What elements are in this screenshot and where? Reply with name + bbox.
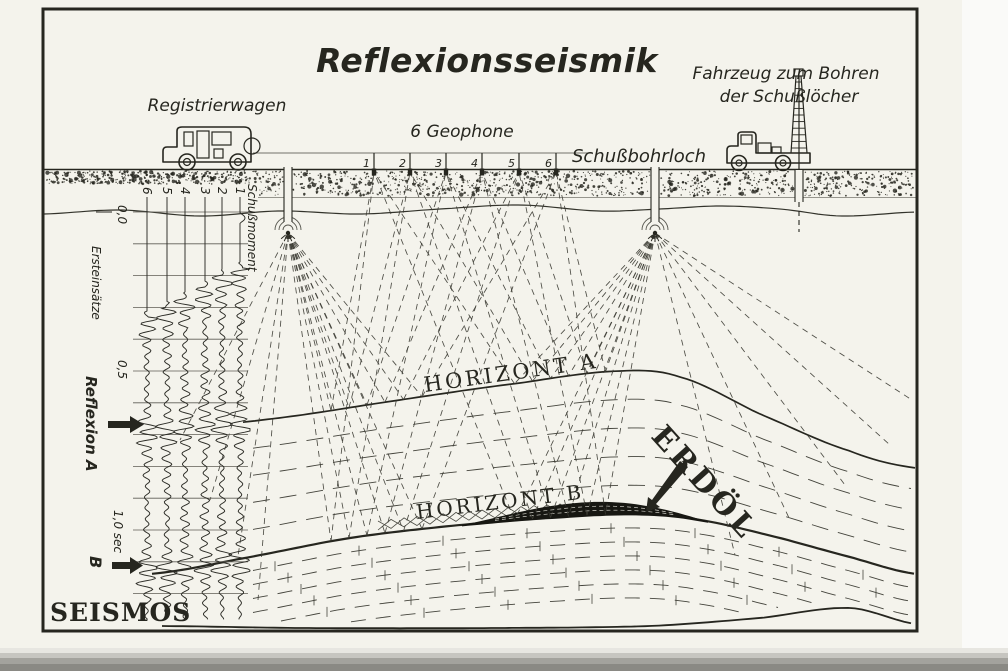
reflexion-a-arrow (108, 416, 144, 433)
drill-truck (726, 68, 811, 172)
reflexion-a-label: Reflexion A (82, 376, 100, 472)
trace-number: 2 (215, 187, 229, 195)
diagram-title: Reflexionsseismik (316, 41, 659, 80)
geophone-number: 3 (435, 157, 442, 170)
shot-borehole-label: Schußbohrloch (572, 146, 706, 167)
oil-lens-texture (494, 509, 676, 521)
geophones: 1 2 3 4 5 6 (363, 153, 559, 176)
shot-moment-label: Schußmoment (245, 184, 259, 273)
time-0-label: 0,0 (115, 205, 129, 224)
diagram-frame (41, 7, 919, 633)
deep-layer-line (161, 606, 912, 630)
wheel (178, 153, 196, 171)
first-arrivals-label: Ersteinsätze (89, 246, 103, 320)
photo-paper-edge (962, 0, 1008, 651)
recording-truck (162, 126, 261, 171)
geophone-number: 1 (363, 157, 370, 170)
trace-number: 3 (198, 187, 212, 195)
wheel (774, 154, 792, 172)
geophone-number: 6 (545, 157, 552, 170)
drill-mast (790, 75, 808, 154)
bedrock-surface-line (43, 204, 915, 217)
wheel (229, 153, 247, 171)
recording-truck-label: Registrierwagen (148, 96, 287, 116)
geophone-number: 4 (471, 157, 478, 170)
spare-wheel (243, 137, 261, 155)
photo-bottom-edge (0, 648, 1008, 671)
horizont-a-line (242, 369, 916, 469)
time-10-label: 1,0 sec (111, 510, 125, 554)
time-05-label: 0,5 (115, 360, 129, 379)
reflexion-b-arrow (112, 557, 143, 574)
ground-stipple-band (45, 169, 914, 198)
bedding-layers-below-b (252, 523, 912, 623)
drill-vehicle-label-line2: der Schußlöcher (720, 87, 860, 107)
trace-number: 6 (140, 187, 154, 195)
oil-deposit-lens (462, 501, 708, 527)
seismic-ray-paths (179, 171, 913, 601)
shot-borehole-tube (650, 167, 660, 223)
erdoel-arrow (646, 461, 688, 512)
reflexion-b-label: B (86, 556, 105, 568)
drill-vehicle-label-line1: Fahrzeug zum Bohren (692, 64, 879, 84)
geophones-label: 6 Geophone (410, 122, 513, 142)
geophone-number: 5 (508, 157, 515, 170)
wheel (730, 154, 748, 172)
seismogram-time-lines (96, 211, 248, 594)
oil-lens-texture (494, 505, 676, 520)
trace-number: 1 (233, 187, 247, 195)
trace-number: 4 (178, 187, 192, 195)
shot-borehole-tube (283, 167, 293, 223)
trace-number: 5 (160, 187, 174, 195)
seismos-logo: SEISMOS (50, 598, 191, 627)
geophone-number: 2 (399, 157, 406, 170)
